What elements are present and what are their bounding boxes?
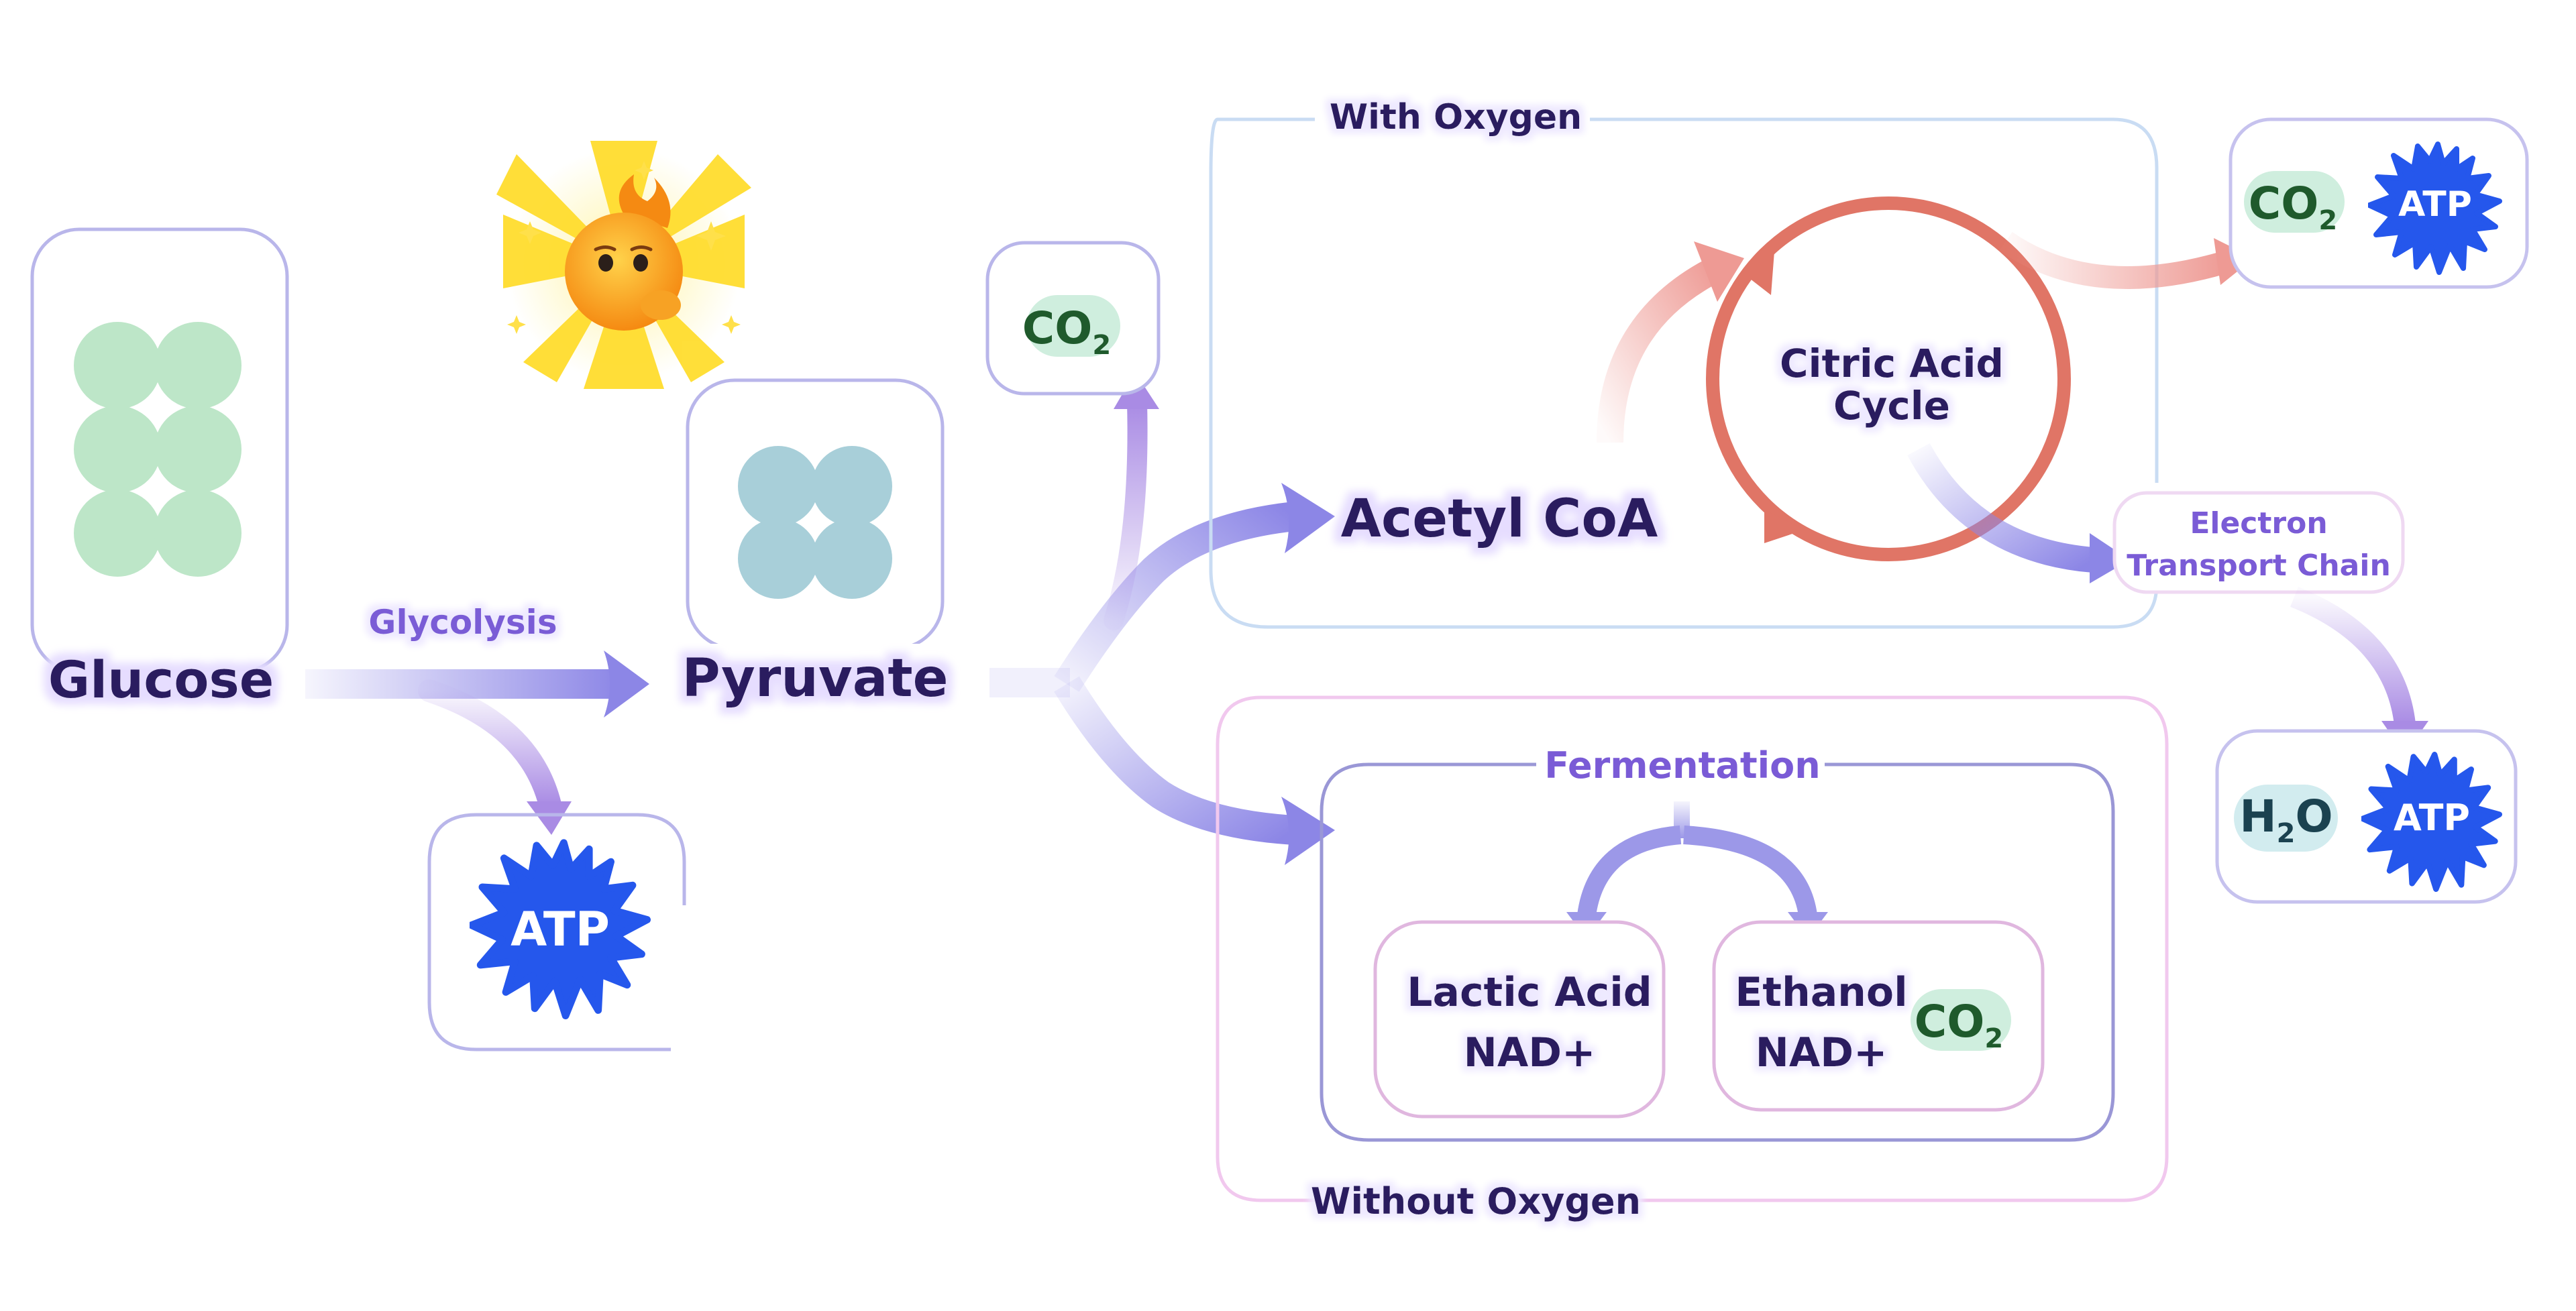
arrow-to-fermentation-head xyxy=(1281,797,1335,865)
citric-acid-cycle-label-2: Cycle xyxy=(1833,383,1950,429)
lactic-nad-label: NAD+ xyxy=(1464,1029,1596,1076)
citric-acid-cycle-ring xyxy=(1706,196,2071,561)
arrow-to-fermentation xyxy=(1054,676,1296,845)
without-oxygen-region xyxy=(1216,695,2169,1202)
co2-label: CO2 xyxy=(1022,302,1111,361)
atp-label-bottom: ATP xyxy=(2394,797,2470,839)
arrow-to-acetyl-coa-head xyxy=(1281,483,1335,553)
cycle-to-etc-arrow xyxy=(1907,443,2094,573)
lactic-acid-box xyxy=(1373,920,1666,1119)
co2-bubble xyxy=(1026,295,1120,357)
fermentation-label: Fermentation xyxy=(1544,744,1820,787)
cycle-to-etc-arrowhead xyxy=(2090,533,2130,583)
atp-box xyxy=(427,813,686,1051)
cycle-to-co2-arrow xyxy=(1999,231,2231,289)
fermentation-left-arrow xyxy=(1577,825,1682,917)
pyruvate-label-backdrop xyxy=(681,644,949,718)
etc-box xyxy=(2112,491,2405,594)
fermentation-right-arrow xyxy=(1683,825,1817,917)
glycolysis-arrowhead xyxy=(604,650,649,718)
pyruvate-label: Pyruvate xyxy=(682,648,948,709)
co2-label-top: CO2 xyxy=(2249,178,2337,236)
with-oxygen-region xyxy=(1209,117,2159,629)
acetyl-coa-label: Acetyl CoA xyxy=(1341,489,1658,549)
co2-label-ethanol: CO2 xyxy=(1915,996,2003,1054)
arrow-to-acetyl-coa xyxy=(1054,502,1297,692)
lactic-acid-label: Lactic Acid xyxy=(1407,969,1652,1016)
acetyl-to-cycle-arrowhead xyxy=(1694,241,1744,302)
glycolysis-atp-arrow xyxy=(418,679,561,816)
pyruvate-molecule-icon xyxy=(738,446,892,599)
without-oxygen-label: Without Oxygen xyxy=(1311,1180,1641,1222)
h2o-label: H2O xyxy=(2239,791,2332,849)
ethanol-nad-label: NAD+ xyxy=(1756,1029,1888,1076)
etc-label-2: Transport Chain xyxy=(2127,549,2391,583)
co2-bubble-ethanol xyxy=(1911,989,2011,1051)
citric-acid-cycle-label-1: Citric Acid xyxy=(1780,341,2004,386)
acetyl-to-cycle-arrow xyxy=(1597,256,1724,443)
cycle-arrowhead-bottom xyxy=(1764,510,1805,543)
with-oxygen-label: With Oxygen xyxy=(1330,97,1582,137)
ethanol-label: Ethanol xyxy=(1735,969,1907,1016)
etc-label-1: Electron xyxy=(2190,506,2327,540)
etc-to-h2o-arrow xyxy=(2290,587,2416,726)
atp-label-top: ATP xyxy=(2398,184,2472,225)
pyruvate-box xyxy=(686,378,945,650)
glucose-molecule-icon xyxy=(74,322,241,577)
fermentation-box xyxy=(1320,762,2115,1142)
glycolysis-label: Glycolysis xyxy=(368,603,557,642)
glucose-label: Glucose xyxy=(48,650,274,709)
sun-mascot-icon xyxy=(496,141,751,389)
ethanol-box xyxy=(1712,920,2045,1112)
cycle-arrowhead-top xyxy=(1741,251,1774,295)
atp-label: ATP xyxy=(511,902,610,957)
arrow-to-co2 xyxy=(1104,392,1148,630)
h2o-bubble xyxy=(2234,785,2338,852)
co2-bubble-top xyxy=(2244,171,2345,233)
glycolysis-atp-arrowhead xyxy=(527,801,572,835)
with-oxygen-region-top xyxy=(1590,117,2159,483)
